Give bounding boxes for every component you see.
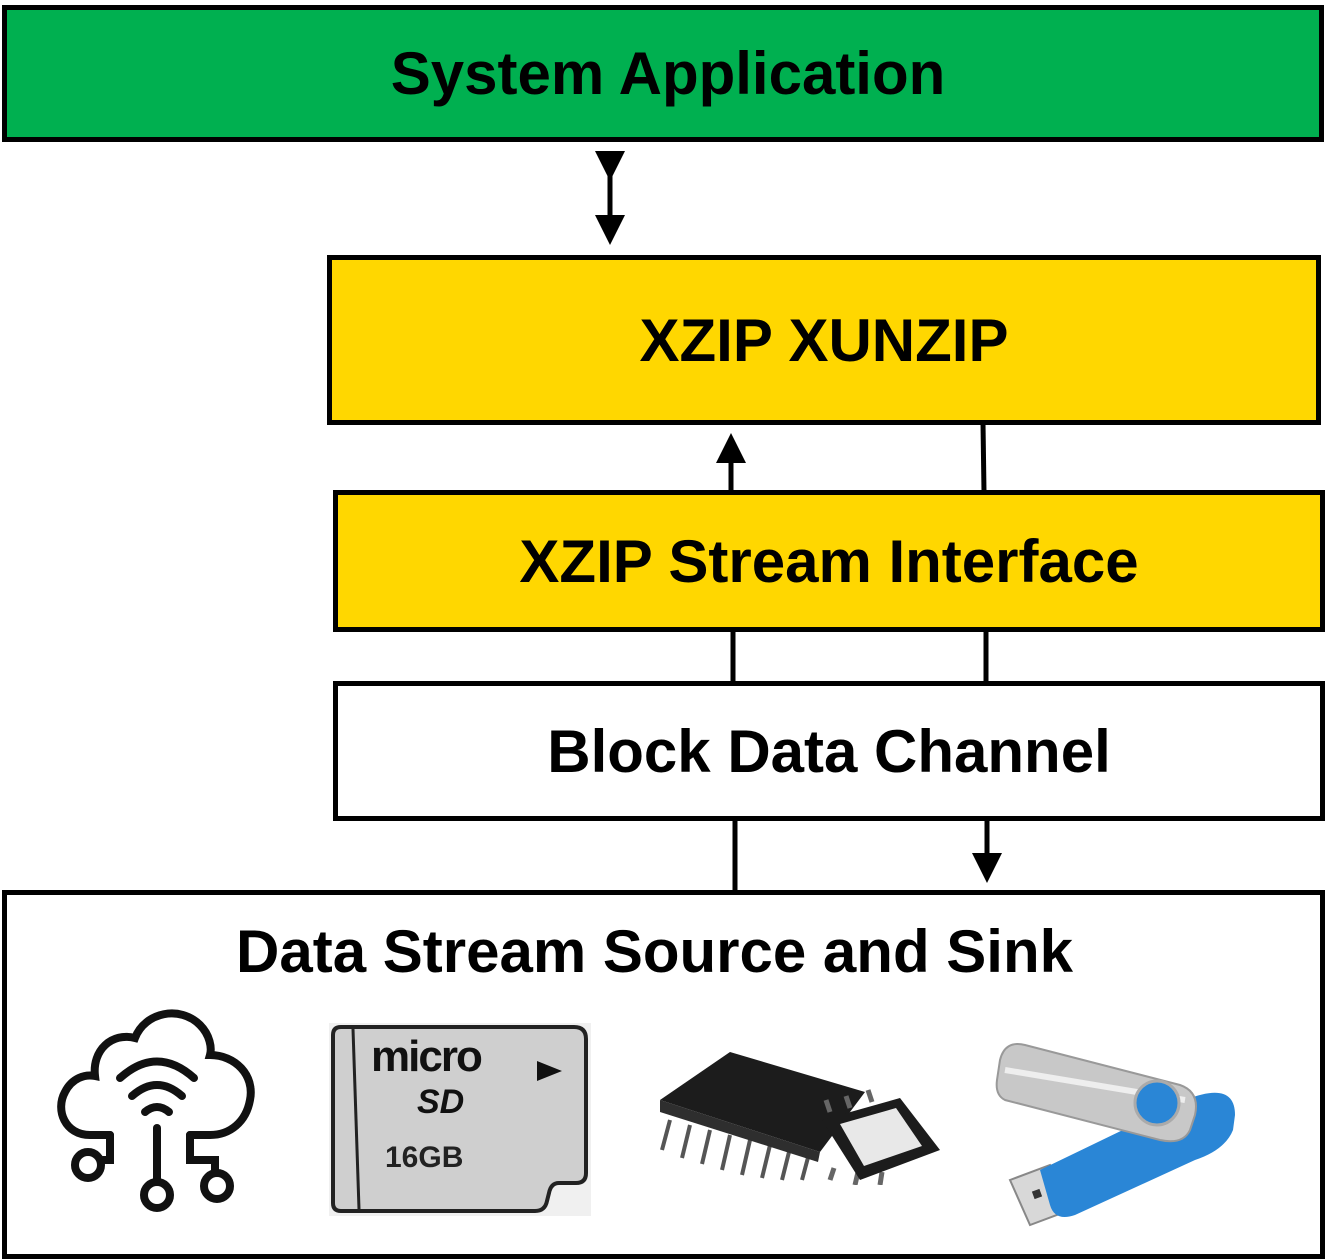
microsd-logo-micro: micro: [371, 1032, 483, 1081]
system-application-box: System Application: [2, 5, 1324, 142]
stream-interface-label: XZIP Stream Interface: [519, 527, 1139, 595]
system-application-label: System Application: [390, 40, 946, 107]
block-data-channel-box: Block Data Channel: [333, 681, 1325, 821]
block-data-channel-label: Block Data Channel: [547, 717, 1111, 785]
flash-chip-icon: [660, 1052, 940, 1185]
cloud-iot-icon: [57, 1009, 255, 1212]
engine-to-interface-line: [980, 422, 987, 493]
xzip-xunzip-label: XZIP XUNZIP: [639, 306, 1009, 374]
stream-interface-box: XZIP Stream Interface: [333, 490, 1325, 632]
xzip-xunzip-box: XZIP XUNZIP: [327, 255, 1321, 425]
source-sink-label: Data Stream Source and Sink: [236, 918, 1073, 985]
microsd-logo-sd: SD: [417, 1083, 465, 1121]
microsd-card-icon: micro SD 16GB: [329, 1023, 591, 1216]
usb-drive-icon: [995, 1043, 1235, 1227]
microsd-capacity: 16GB: [385, 1141, 464, 1174]
